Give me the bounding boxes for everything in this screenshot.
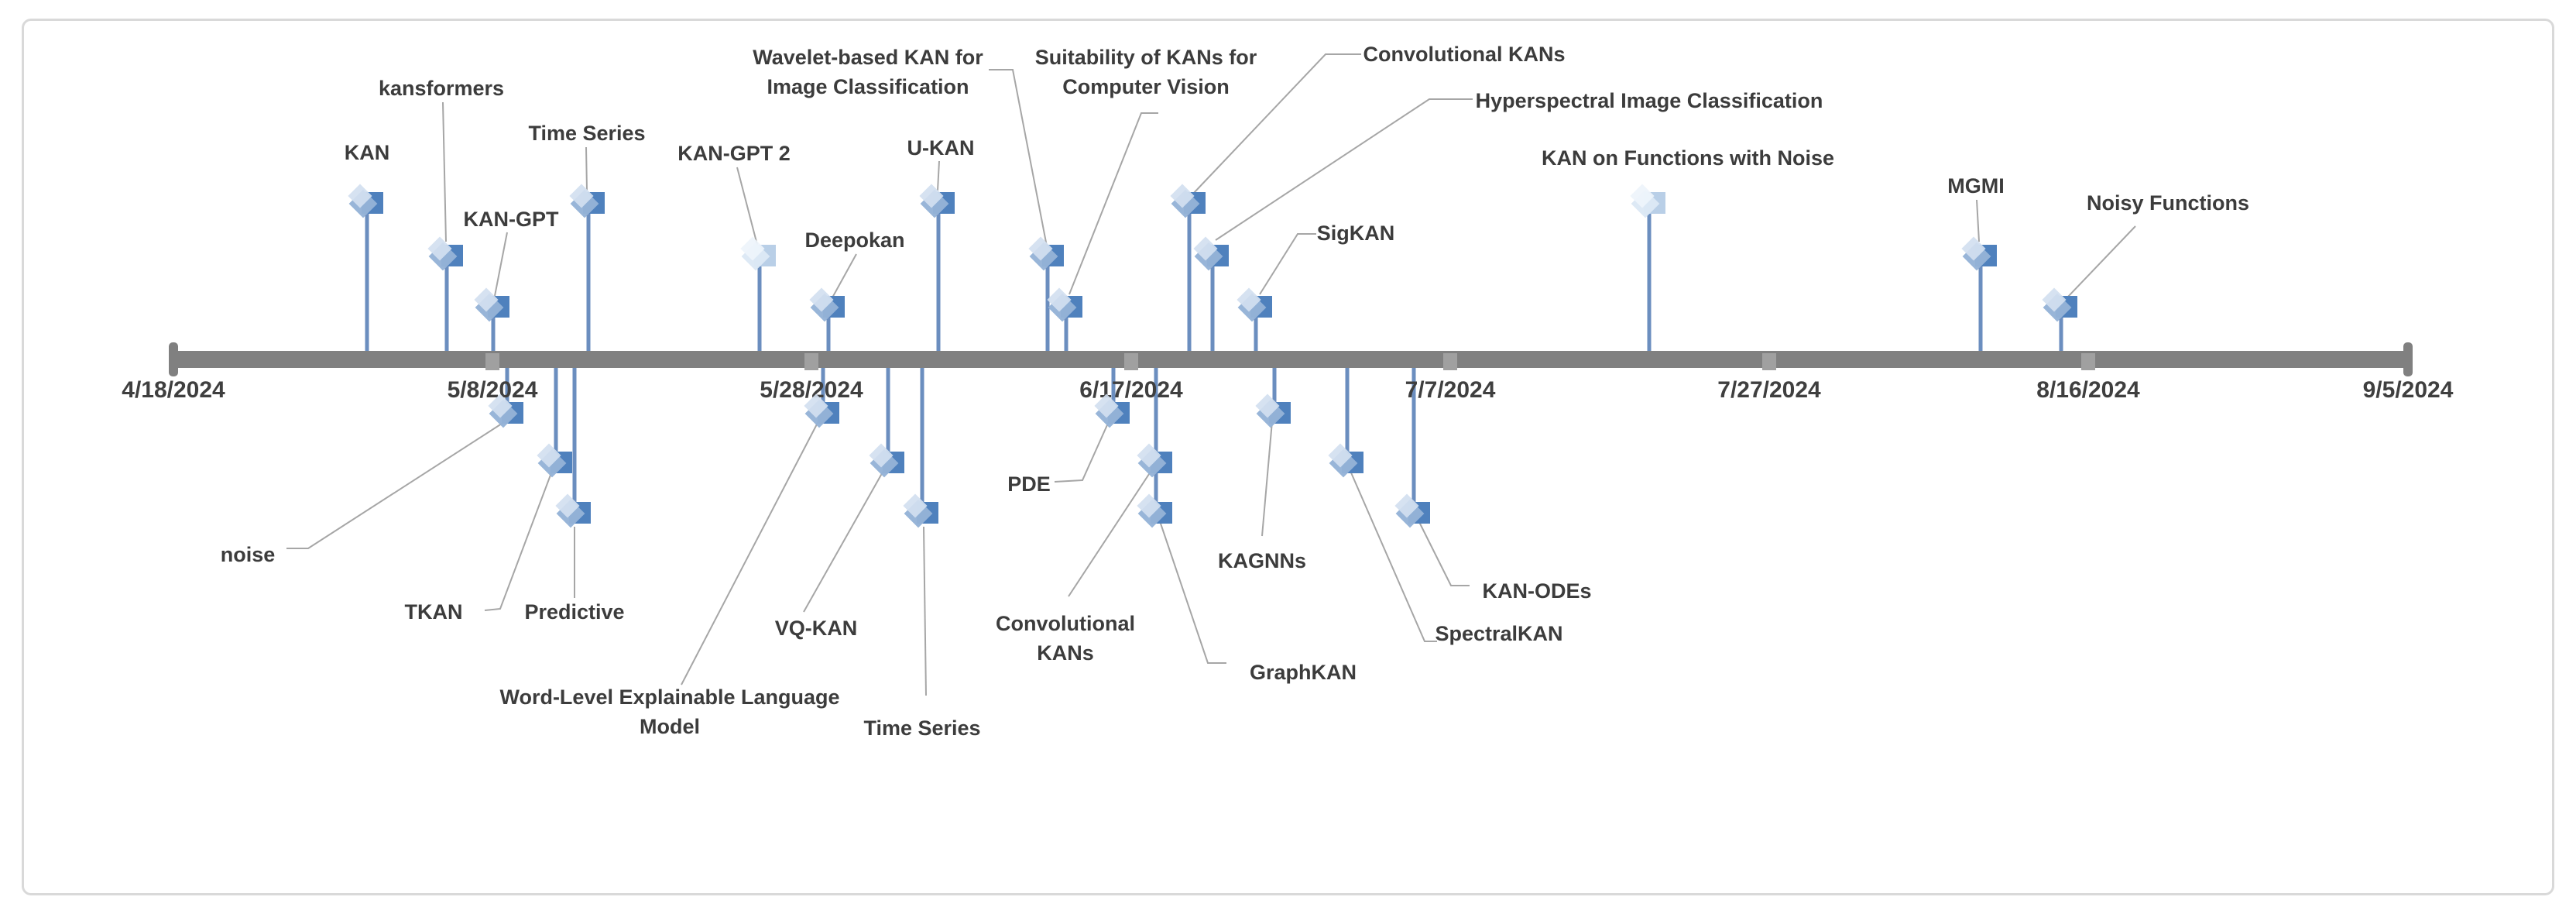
- axis-date-label: 5/8/2024: [447, 377, 538, 403]
- leader-line: [1417, 518, 1470, 586]
- milestone-label: KAN on Functions with Noise: [1542, 146, 1834, 170]
- milestone-label: SpectralKAN: [1435, 622, 1563, 645]
- milestone-marker: [1255, 393, 1291, 430]
- axis-end-cap: [2403, 342, 2413, 376]
- milestone-label: Suitability of KANs for Computer Vision: [1034, 46, 1257, 98]
- leader-line: [1215, 98, 1473, 241]
- milestone-marker: [1193, 236, 1230, 273]
- milestone-marker: [903, 493, 939, 530]
- milestone-marker: [1630, 184, 1666, 220]
- milestone-label: Deepokan: [804, 228, 905, 252]
- axis-tick: [1443, 353, 1457, 370]
- leader-line: [585, 146, 588, 191]
- milestone-marker: [555, 493, 592, 530]
- chart-border: [22, 19, 2554, 895]
- milestone-marker: [1237, 287, 1273, 324]
- milestone-label: KAGNNs: [1217, 549, 1307, 572]
- milestone-marker: [1047, 287, 1083, 324]
- milestone-label: PDE: [1007, 472, 1051, 496]
- milestone-marker: [1137, 443, 1173, 479]
- milestone-label: MGMI: [1947, 174, 2005, 198]
- axis-date-label: 7/7/2024: [1405, 377, 1496, 403]
- milestone-label: Wavelet-based KAN for Image Classificati…: [753, 46, 983, 98]
- leader-line: [1976, 199, 1980, 242]
- leader-line: [1054, 419, 1110, 483]
- axis-bar: [173, 351, 2408, 368]
- milestone-marker: [809, 287, 846, 324]
- leader-line: [494, 232, 508, 297]
- milestone-label: noise: [220, 543, 276, 566]
- milestone-label: VQ-KAN: [774, 617, 858, 640]
- milestone-marker: [1137, 493, 1173, 530]
- milestone-marker: [1328, 443, 1364, 479]
- milestone-label: Word-Level Explainable Language Model: [499, 686, 840, 738]
- axis-tick: [1124, 353, 1138, 370]
- leader-line: [923, 526, 927, 696]
- milestone-marker: [1170, 184, 1206, 220]
- milestone-marker: [869, 443, 905, 479]
- leader-line: [1068, 112, 1158, 295]
- leader-line: [1259, 233, 1316, 295]
- milestone-marker: [740, 236, 777, 273]
- leader-line: [1350, 470, 1437, 642]
- leader-line: [937, 160, 940, 191]
- milestone-label: KAN-GPT: [463, 208, 559, 231]
- milestone-label: KAN: [344, 141, 390, 164]
- axis-date-label: 6/17/2024: [1079, 377, 1183, 403]
- axis-tick: [804, 353, 818, 370]
- leader-line: [989, 69, 1048, 247]
- axis-tick: [2081, 353, 2095, 370]
- leader-line: [831, 253, 857, 300]
- axis-tick: [1762, 353, 1776, 370]
- axis-date-label: 8/16/2024: [2036, 377, 2140, 403]
- milestone-label: GraphKAN: [1249, 661, 1357, 684]
- milestone-label: TKAN: [404, 600, 463, 624]
- milestone-label: Time Series: [863, 716, 981, 740]
- leader-line: [2067, 225, 2136, 298]
- milestone-marker: [1094, 393, 1130, 430]
- milestone-label: Time Series: [528, 122, 646, 145]
- milestone-marker: [537, 443, 573, 479]
- leader-line: [484, 470, 553, 611]
- milestone-marker: [804, 393, 840, 430]
- milestone-label: Hyperspectral Image Classification: [1475, 89, 1823, 112]
- milestone-marker: [1961, 236, 1998, 273]
- milestone-label: SigKAN: [1316, 222, 1395, 245]
- milestone-marker: [919, 184, 955, 220]
- axis-date-label: 4/18/2024: [122, 377, 225, 403]
- milestone-marker: [1394, 493, 1431, 530]
- milestone-marker: [488, 393, 524, 430]
- leader-line: [736, 167, 758, 246]
- milestone-label: Convolutional KANs: [996, 612, 1135, 665]
- axis-date-label: 7/27/2024: [1717, 377, 1821, 403]
- milestone-marker: [427, 236, 464, 273]
- milestone-label: Convolutional KANs: [1363, 43, 1566, 66]
- milestone-marker: [1028, 236, 1065, 273]
- leader-line: [681, 419, 820, 686]
- milestone-marker: [2042, 287, 2078, 324]
- milestone-marker: [569, 184, 605, 220]
- milestone-marker: [348, 184, 384, 220]
- leader-line: [1068, 469, 1153, 597]
- milestone-marker: [474, 287, 510, 324]
- axis-end-cap: [169, 342, 178, 376]
- leader-line: [286, 421, 505, 549]
- leader-line: [442, 101, 447, 242]
- axis-tick: [485, 353, 499, 370]
- leader-line: [803, 469, 885, 613]
- milestone-label: U-KAN: [907, 136, 975, 160]
- milestone-label: kansformers: [378, 77, 505, 100]
- milestone-label: Noisy Functions: [2086, 191, 2250, 215]
- milestone-label: Predictive: [524, 600, 625, 624]
- leader-line: [1192, 53, 1361, 194]
- leader-line: [1261, 421, 1273, 537]
- leader-line: [1158, 518, 1226, 664]
- axis-date-label: 9/5/2024: [2362, 377, 2454, 403]
- milestone-label: KAN-GPT 2: [677, 142, 791, 165]
- milestone-label: KAN-ODEs: [1482, 579, 1592, 603]
